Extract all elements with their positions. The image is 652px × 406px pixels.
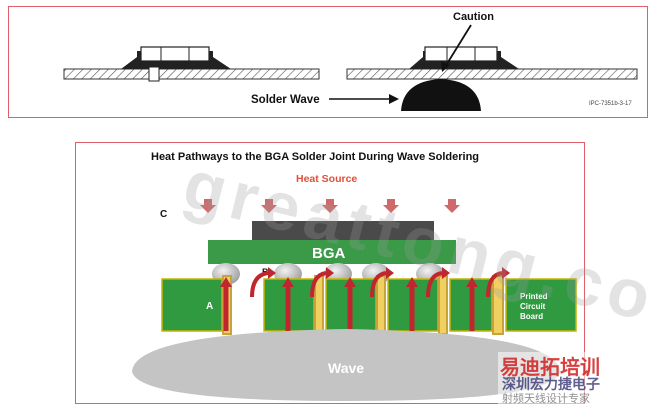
label-c: C xyxy=(160,209,167,220)
pcb-label-line-3: Board xyxy=(520,312,543,321)
left-component xyxy=(121,46,231,82)
heat-source-arrows xyxy=(200,199,460,213)
pcb-label-line-1: Printed xyxy=(520,292,548,301)
curved-heat-arrows xyxy=(250,267,510,298)
right-component xyxy=(409,46,519,69)
board-heat-arrows xyxy=(220,277,478,331)
right-board xyxy=(346,68,638,80)
diagram-title: Heat Pathways to the BGA Solder Joint Du… xyxy=(151,151,479,163)
top-diagram: Caution Solder Wave IPC-7351b-3-17 xyxy=(63,11,638,111)
solder-wave-shape xyxy=(401,79,481,111)
wave-shape xyxy=(132,329,560,401)
caution-arrow xyxy=(444,24,472,68)
caution-label: Caution xyxy=(453,11,494,23)
pcb-label-line-2: Circuit xyxy=(520,302,546,311)
bottom-panel: Heat Pathways to the BGA Solder Joint Du… xyxy=(75,142,585,404)
wave-label: Wave xyxy=(328,360,364,376)
heat-source-label: Heat Source xyxy=(296,173,357,185)
heat-pathway-diagram: Heat Pathways to the BGA Solder Joint Du… xyxy=(132,151,577,401)
top-panel: Caution Solder Wave IPC-7351b-3-17 xyxy=(8,6,648,118)
bga-die xyxy=(252,221,434,241)
bga-substrate xyxy=(208,240,456,264)
figure-code: IPC-7351b-3-17 xyxy=(589,101,632,107)
solder-wave-label: Solder Wave xyxy=(251,94,320,106)
label-a: A xyxy=(206,301,213,312)
left-board xyxy=(63,68,320,80)
bga-label: BGA xyxy=(312,245,346,262)
